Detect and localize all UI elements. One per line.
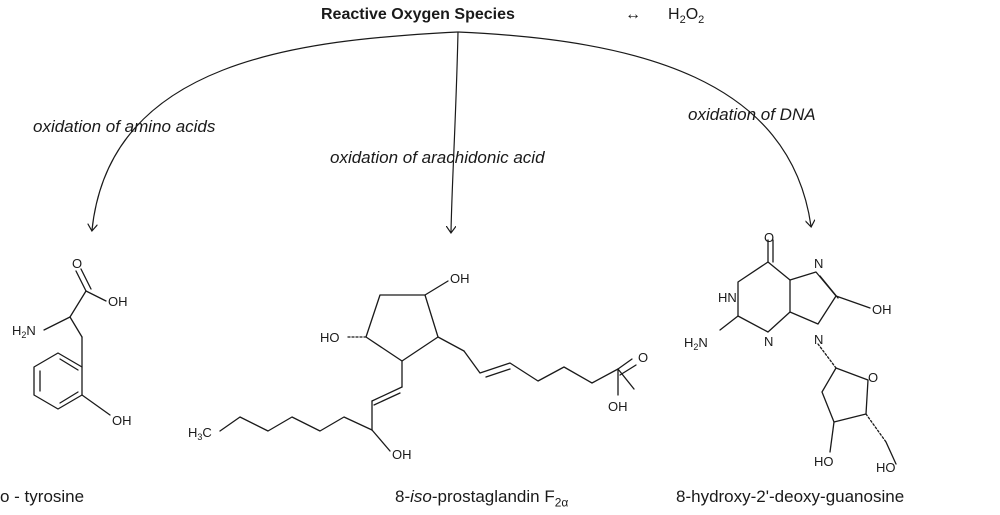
tyrosine-oh-ring: OH: [112, 413, 132, 428]
compound-name-guanosine: 8-hydroxy-2'-deoxy-guanosine: [676, 487, 905, 506]
tyrosine-oh-acid: OH: [108, 294, 128, 309]
guanosine-ho-right: HO: [876, 460, 896, 475]
prostaglandin-ho-left: HO: [320, 330, 340, 345]
prostaglandin-oh-top: OH: [450, 271, 470, 286]
guanosine-h2n: H2N: [684, 335, 708, 352]
guanosine-ho-bottom: HO: [814, 454, 834, 469]
compound-name-tyrosine: o - tyrosine: [0, 487, 85, 506]
prostaglandin-o-acid: O: [638, 350, 648, 365]
header-title: Reactive Oxygen Species: [321, 6, 515, 23]
pathway-label-arachidonic-acid: oxidation of arachidonic acid: [330, 148, 545, 167]
pathway-label-amino-acids: oxidation of amino acids: [33, 117, 216, 136]
guanosine-hn: HN: [718, 290, 737, 305]
equilibrium-arrow-icon: ↔: [625, 6, 641, 23]
prostaglandin-structure: OH HO OH H3C O OH: [188, 271, 648, 462]
prostaglandin-oh-acid: OH: [608, 399, 628, 414]
guanosine-o-top: O: [764, 232, 774, 245]
tyrosine-o-carbonyl: O: [72, 256, 82, 271]
tyrosine-h2n: H2N: [12, 323, 36, 340]
guanosine-n-right-top: N: [814, 256, 823, 271]
guanosine-n-bottom: N: [764, 334, 773, 349]
guanosine-structure: O HN N H2N N N OH O HO HO: [684, 232, 897, 475]
tyrosine-structure: O OH H2N OH: [12, 256, 132, 428]
guanosine-n-glyco: N: [814, 332, 823, 347]
guanosine-o-ring: O: [868, 370, 878, 385]
hydrogen-peroxide-label: H2O2: [668, 6, 705, 27]
prostaglandin-oh-bottom: OH: [392, 447, 412, 462]
guanosine-oh-right: OH: [872, 302, 892, 317]
prostaglandin-h3c: H3C: [188, 425, 212, 442]
arrow-to-guanosine: [457, 31, 811, 226]
arrow-to-tyrosine: [92, 31, 459, 230]
arrow-to-prostaglandin: [451, 31, 459, 232]
compound-name-prostaglandin: 8-iso-prostaglandin F2α: [395, 487, 569, 510]
